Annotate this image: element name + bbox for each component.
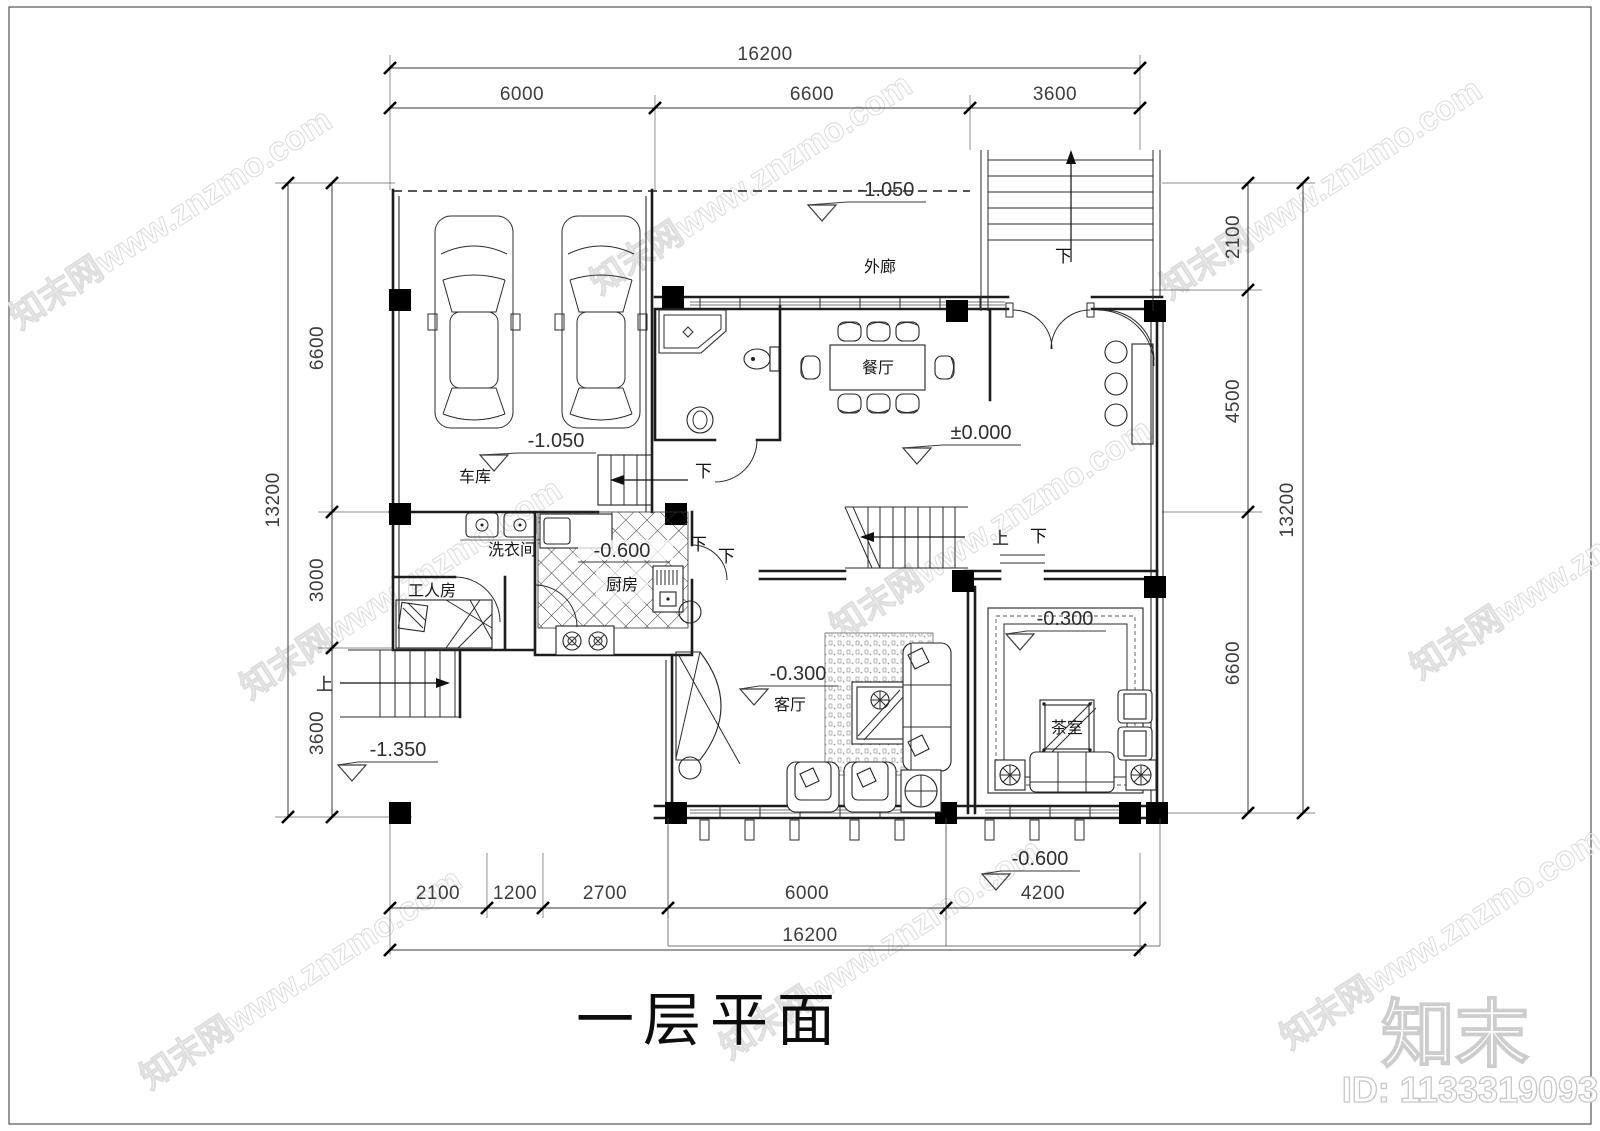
corridor-label: 外廊 (864, 258, 896, 276)
dim-left-seg1: 6600 (307, 326, 328, 370)
level-outdoor-stair: -1.350 (336, 739, 438, 782)
dimension-right: 2100 4500 6600 13200 (1150, 176, 1315, 820)
dim-left-total: 13200 (263, 472, 284, 527)
level-outdoor-stair-text: -1.350 (370, 739, 427, 761)
laundry-label: 洗衣间 (488, 541, 536, 559)
level-living-text: -0.300 (770, 663, 827, 685)
level-terrace-text: -0.600 (1012, 848, 1069, 870)
main-stair: 上 (844, 506, 1009, 569)
dim-bottom-total: 16200 (782, 925, 837, 946)
level-terrace: -0.600 (980, 848, 1080, 891)
dimension-left: 13200 6600 3000 3600 (263, 176, 412, 824)
corner-stool (994, 759, 1026, 791)
dim-bottom-seg2: 1200 (493, 883, 537, 904)
columns (389, 286, 1168, 824)
garage-label: 车库 (459, 468, 491, 486)
dim-right-seg1: 2100 (1223, 215, 1244, 259)
walls (388, 188, 1164, 820)
dim-bottom-seg1: 2100 (416, 883, 460, 904)
living-label: 客厅 (774, 696, 806, 714)
garage: 车库 (427, 215, 648, 486)
level-corridor-text: -1.050 (858, 179, 915, 201)
level-dining-text: ±0.000 (950, 422, 1011, 444)
brand-watermark: 知末 ID: 1133319093 (1341, 992, 1599, 1110)
terrace (667, 818, 1161, 947)
drawing-title: 一层平面 (576, 988, 844, 1053)
brand-logo: 知末 (1381, 993, 1529, 1076)
hall-door-arc (691, 544, 728, 581)
tea-sofa (1029, 751, 1115, 793)
bathroom-door-arc (714, 439, 758, 483)
kitchen-level: -0.600 (594, 540, 651, 562)
tea-room: 茶室 (987, 607, 1157, 794)
brand-id: ID: 1133319093 (1342, 1069, 1598, 1110)
dim-top-seg2: 6600 (790, 84, 834, 105)
living-room: 客厅 (675, 600, 952, 813)
dimension-bottom: 2100 1200 2700 6000 4200 16200 (383, 820, 1147, 957)
dining-room: 餐厅 (800, 321, 955, 414)
level-tea: -0.300 (1004, 608, 1106, 651)
stair-up-label: 上 (316, 675, 333, 694)
worker-room-label: 工人房 (408, 582, 456, 600)
level-garage-text: -1.050 (528, 430, 585, 452)
side-table (900, 769, 942, 813)
entry-double-door (1005, 302, 1095, 350)
tea-chair (1117, 726, 1153, 761)
stair-down-label: 下 (1030, 527, 1047, 546)
dim-bottom-seg5: 4200 (1021, 883, 1065, 904)
level-living: -0.300 (738, 663, 838, 706)
dim-top-total: 16200 (737, 44, 792, 65)
armchair (843, 761, 897, 813)
dim-left-seg2: 3000 (307, 558, 328, 602)
stair-down-label: 下 (1055, 247, 1072, 266)
stair-down-label: 下 (718, 547, 735, 566)
car-top-view (427, 215, 521, 429)
kitchen-label: 厨房 (606, 576, 638, 594)
dim-top-seg1: 6000 (500, 84, 544, 105)
tea-room-step: 下 (1000, 527, 1047, 564)
garage-stair: 下 下 下 (597, 454, 735, 566)
dim-right-seg2: 4500 (1223, 379, 1244, 423)
level-corridor: -1.050 外廊 (806, 179, 926, 276)
side-exterior-stair: 上 (316, 649, 460, 718)
elevation-markers: -1.050 -1.050 外廊 ±0.000 -0.300 -0.300 (336, 179, 1106, 891)
tea-label: 茶室 (1051, 719, 1083, 737)
stair-up-label: 上 (992, 529, 1009, 548)
dining-label: 餐厅 (862, 359, 894, 377)
dim-left-seg3: 3600 (307, 711, 328, 755)
bathroom (658, 309, 780, 483)
dim-right-seg3: 6600 (1223, 641, 1244, 685)
stair-down-label: 下 (695, 462, 712, 481)
laundry-room: 洗衣间 (454, 512, 540, 623)
tea-chair (1117, 689, 1153, 724)
worker-door-arc (454, 576, 501, 623)
stair-down-label: 下 (690, 535, 707, 554)
level-garage: -1.050 (478, 430, 596, 472)
watermark-text: 知末网www.znzmo.com (1404, 451, 1600, 687)
entry-exterior-stair: 下 (980, 150, 1161, 311)
dimension-top: 16200 6000 6600 3600 (383, 44, 1147, 190)
dim-bottom-seg3: 2700 (583, 883, 627, 904)
dim-bottom-seg4: 6000 (785, 883, 829, 904)
watermark-text: 知末网www.znzmo.com (1154, 71, 1489, 307)
level-dining: ±0.000 (901, 422, 1021, 465)
corner-stool (1125, 759, 1157, 791)
level-tea-text: -0.300 (1037, 608, 1094, 630)
kitchen-door-arc (534, 584, 578, 628)
tea-table: 茶室 (1039, 699, 1097, 757)
kitchen: -0.600 厨房 (534, 511, 728, 656)
dim-top-seg3: 3600 (1033, 84, 1077, 105)
drawing-border (8, 6, 1592, 1125)
dim-right-total: 13200 (1277, 482, 1298, 537)
fireplace (675, 651, 722, 761)
entrance-console (1097, 309, 1155, 445)
armchair (786, 761, 840, 813)
worker-room: 工人房 (395, 582, 493, 649)
sofa (902, 642, 952, 772)
